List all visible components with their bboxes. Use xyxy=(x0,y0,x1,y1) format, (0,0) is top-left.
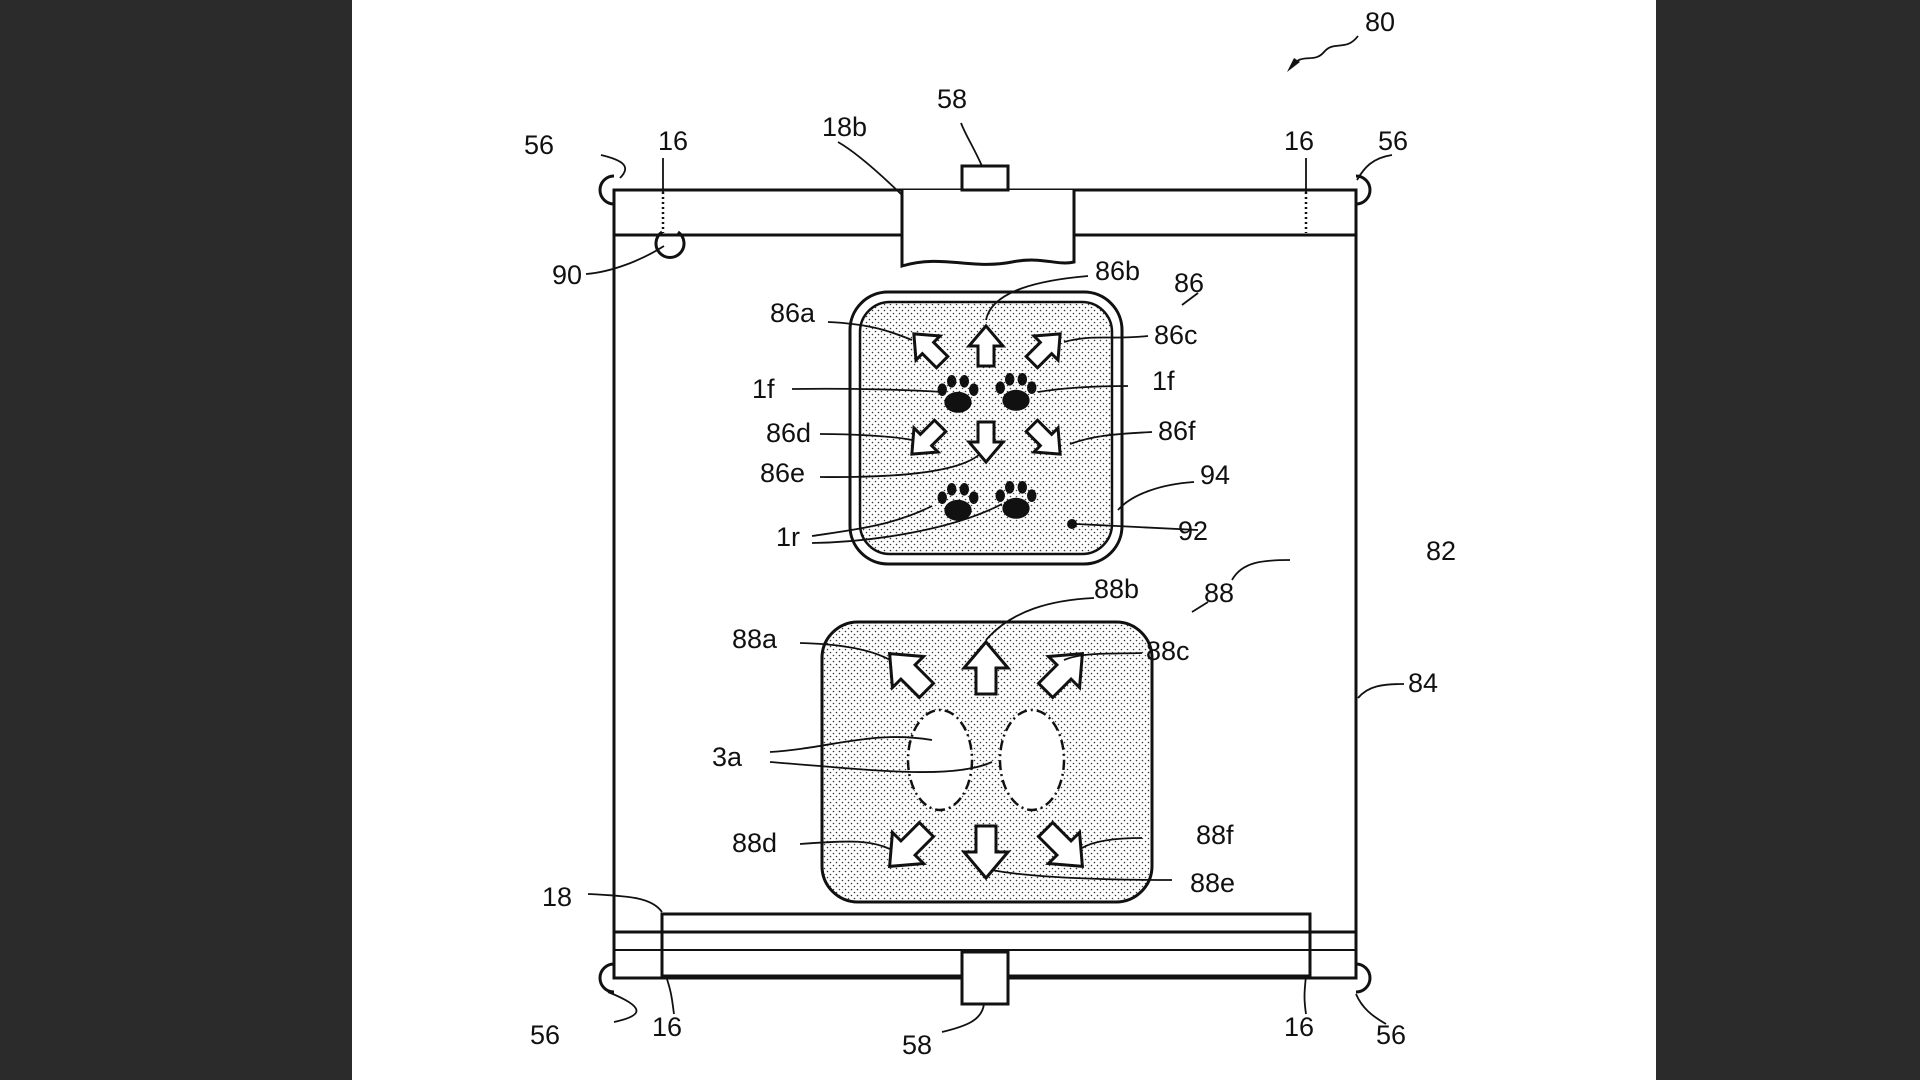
figure-ref-80: 80 xyxy=(1287,7,1395,72)
label-18b: 18b xyxy=(822,112,867,142)
label-84: 84 xyxy=(1408,668,1438,698)
label-88b: 88b xyxy=(1094,574,1139,604)
label-86e: 86e xyxy=(760,458,805,488)
patent-drawing-sheet: 80 xyxy=(352,0,1656,1080)
corner-post-tl xyxy=(598,174,615,206)
label-16-tr: 16 xyxy=(1284,126,1314,156)
label-82: 82 xyxy=(1426,536,1456,566)
label-56-tl: 56 xyxy=(524,130,554,160)
label-16-br: 16 xyxy=(1284,1012,1314,1042)
label-88d: 88d xyxy=(732,828,777,858)
corner-post-bl xyxy=(598,962,615,994)
label-88e: 88e xyxy=(1190,868,1235,898)
label-56-tr: 56 xyxy=(1378,126,1408,156)
label-3a: 3a xyxy=(712,742,743,772)
label-86f: 86f xyxy=(1158,416,1196,446)
label-56-br: 56 xyxy=(1376,1020,1406,1050)
rail-18 xyxy=(660,912,1312,1006)
label-58-bot: 58 xyxy=(902,1030,932,1060)
leader-lines xyxy=(585,122,1405,1033)
label-92: 92 xyxy=(1178,516,1208,546)
label-88c: 88c xyxy=(1146,636,1190,666)
label-58-top: 58 xyxy=(937,84,967,114)
label-56-bl: 56 xyxy=(530,1020,560,1050)
label-80: 80 xyxy=(1365,7,1395,37)
label-86b: 86b xyxy=(1095,256,1140,286)
corner-post-br xyxy=(1355,962,1372,994)
reference-labels: 56 16 58 18b 16 56 90 86b 86 86a 86c 1f … xyxy=(524,84,1456,1060)
label-90: 90 xyxy=(552,260,582,290)
label-94: 94 xyxy=(1200,460,1230,490)
label-86c: 86c xyxy=(1154,320,1198,350)
label-1f-right: 1f xyxy=(1152,366,1175,396)
label-88: 88 xyxy=(1204,578,1234,608)
label-86: 86 xyxy=(1174,268,1204,298)
label-16-bl: 16 xyxy=(652,1012,682,1042)
label-86a: 86a xyxy=(770,298,816,328)
label-1r: 1r xyxy=(776,522,800,552)
patent-figure: 80 xyxy=(524,7,1456,1060)
flap-18b xyxy=(900,164,1076,269)
corner-post-tr xyxy=(1355,174,1372,206)
knob-90 xyxy=(654,230,686,259)
label-1f-left: 1f xyxy=(752,374,775,404)
label-16-tl: 16 xyxy=(658,126,688,156)
label-86d: 86d xyxy=(766,418,811,448)
label-18: 18 xyxy=(542,882,572,912)
label-88a: 88a xyxy=(732,624,778,654)
panel-88 xyxy=(820,620,1154,904)
panel-86 xyxy=(848,290,1124,566)
label-88f: 88f xyxy=(1196,820,1234,850)
